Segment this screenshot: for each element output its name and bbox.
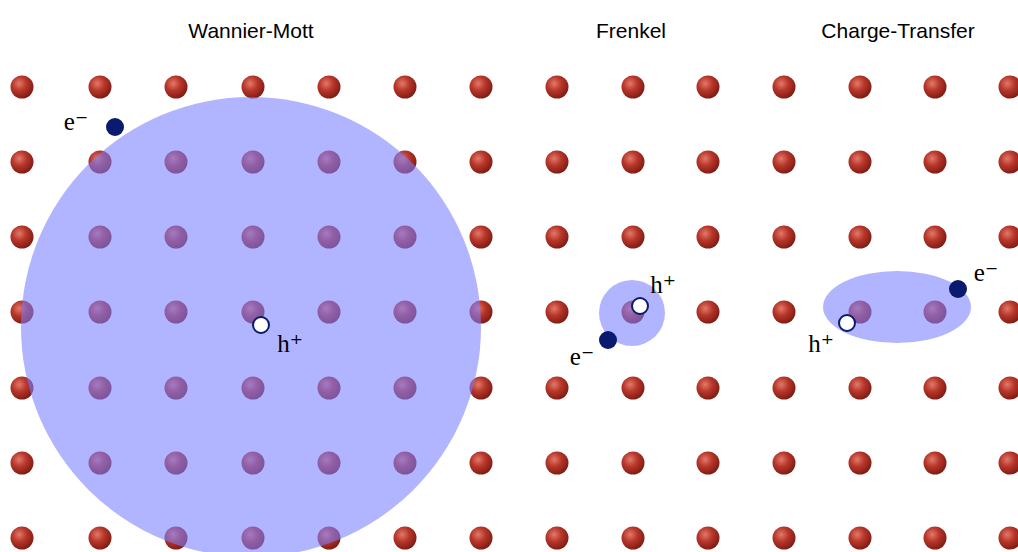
atom-sphere bbox=[849, 452, 872, 475]
hole-label: h⁺ bbox=[277, 331, 303, 356]
atom-sphere bbox=[470, 226, 493, 249]
atom-sphere bbox=[924, 527, 947, 550]
electron-label: e⁻ bbox=[570, 344, 594, 369]
atom-sphere bbox=[89, 76, 112, 99]
atom-sphere bbox=[999, 527, 1018, 550]
atom-sphere bbox=[849, 527, 872, 550]
electron-dot bbox=[949, 280, 967, 298]
atom-sphere bbox=[773, 301, 796, 324]
atom-sphere bbox=[697, 226, 720, 249]
atom-sphere bbox=[546, 377, 569, 400]
hole-dot bbox=[253, 317, 269, 333]
atom-sphere bbox=[470, 452, 493, 475]
atom-sphere bbox=[697, 151, 720, 174]
atom-sphere bbox=[849, 151, 872, 174]
electron-dot bbox=[106, 118, 124, 136]
atom-sphere bbox=[924, 76, 947, 99]
atom-sphere bbox=[999, 151, 1018, 174]
atom-sphere bbox=[697, 377, 720, 400]
atom-sphere bbox=[546, 527, 569, 550]
atom-sphere bbox=[242, 76, 265, 99]
atom-sphere bbox=[697, 452, 720, 475]
hole-dot bbox=[839, 315, 855, 331]
wannier-exciton-region bbox=[21, 97, 481, 552]
atom-sphere bbox=[11, 151, 34, 174]
atom-sphere bbox=[697, 76, 720, 99]
atom-sphere bbox=[924, 452, 947, 475]
atom-sphere bbox=[546, 151, 569, 174]
atom-sphere bbox=[849, 76, 872, 99]
atom-sphere bbox=[622, 452, 645, 475]
atom-sphere bbox=[622, 76, 645, 99]
atom-sphere bbox=[622, 151, 645, 174]
atom-sphere bbox=[318, 76, 341, 99]
atom-sphere bbox=[89, 527, 112, 550]
hole-dot bbox=[632, 298, 648, 314]
atom-sphere bbox=[622, 226, 645, 249]
atom-sphere bbox=[773, 226, 796, 249]
atom-sphere bbox=[470, 527, 493, 550]
atom-sphere bbox=[773, 377, 796, 400]
atom-sphere bbox=[849, 377, 872, 400]
atom-sphere bbox=[470, 151, 493, 174]
atom-sphere bbox=[773, 452, 796, 475]
atom-sphere bbox=[697, 301, 720, 324]
atom-sphere bbox=[999, 377, 1018, 400]
atom-sphere bbox=[999, 452, 1018, 475]
atom-sphere bbox=[773, 76, 796, 99]
exciton-type-title: Wannier-Mott bbox=[188, 20, 313, 41]
hole-label: h⁺ bbox=[650, 272, 676, 297]
atom-sphere bbox=[546, 301, 569, 324]
atom-sphere bbox=[924, 151, 947, 174]
atom-sphere bbox=[546, 226, 569, 249]
atom-sphere bbox=[11, 527, 34, 550]
electron-label: e⁻ bbox=[974, 260, 998, 285]
atom-sphere bbox=[697, 527, 720, 550]
atom-sphere bbox=[470, 76, 493, 99]
atom-sphere bbox=[394, 527, 417, 550]
atom-sphere bbox=[999, 226, 1018, 249]
exciton-type-title: Charge-Transfer bbox=[821, 20, 974, 41]
atom-sphere bbox=[11, 452, 34, 475]
atom-sphere bbox=[999, 301, 1018, 324]
atom-sphere bbox=[924, 226, 947, 249]
exciton-type-title: Frenkel bbox=[596, 20, 666, 41]
charge-transfer-exciton-region bbox=[823, 271, 971, 343]
atom-sphere bbox=[622, 377, 645, 400]
atom-sphere bbox=[11, 76, 34, 99]
atom-sphere bbox=[622, 527, 645, 550]
electron-label: e⁻ bbox=[64, 109, 88, 134]
atom-sphere bbox=[773, 527, 796, 550]
atom-sphere bbox=[11, 226, 34, 249]
atom-sphere bbox=[546, 76, 569, 99]
atom-sphere bbox=[165, 76, 188, 99]
atom-sphere bbox=[924, 377, 947, 400]
electron-dot bbox=[599, 331, 617, 349]
atom-sphere bbox=[773, 151, 796, 174]
atom-sphere bbox=[849, 226, 872, 249]
hole-label: h⁺ bbox=[808, 331, 834, 356]
atom-sphere bbox=[546, 452, 569, 475]
atom-sphere bbox=[999, 76, 1018, 99]
atom-sphere bbox=[394, 76, 417, 99]
